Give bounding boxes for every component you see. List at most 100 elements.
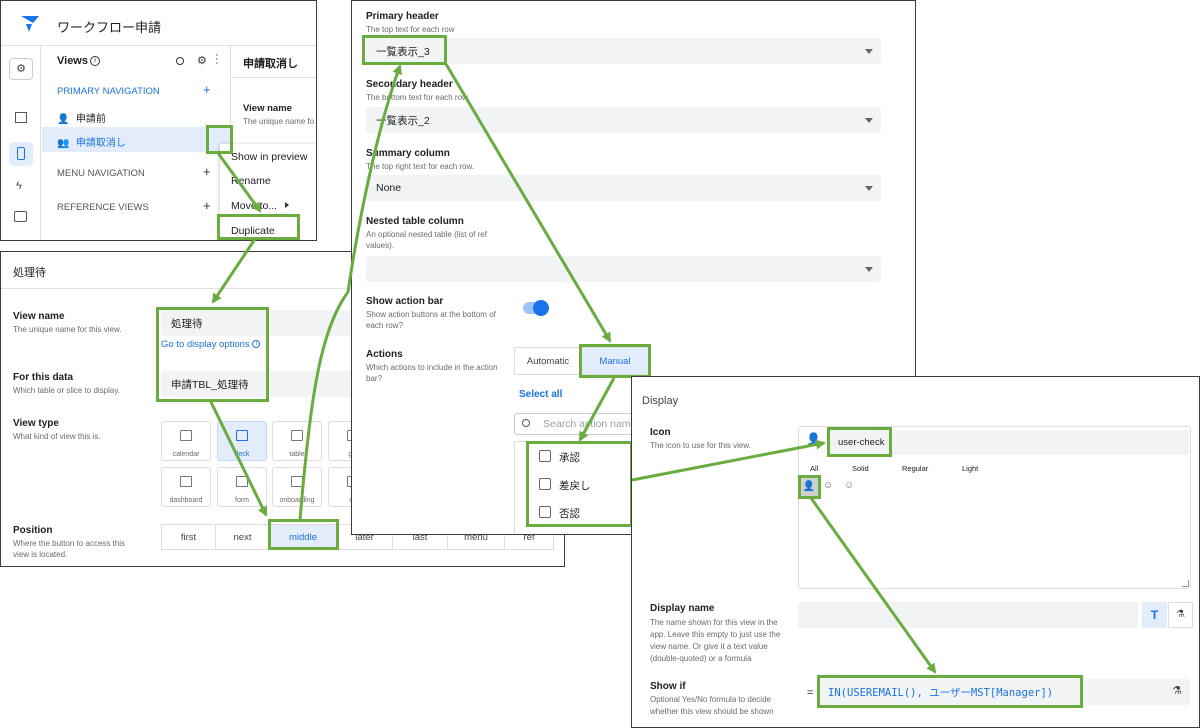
action-bar-label: Show action bar xyxy=(366,296,444,307)
search-icon[interactable] xyxy=(176,57,184,65)
checkbox[interactable] xyxy=(539,506,551,518)
view-type-form[interactable]: form xyxy=(217,467,267,507)
highlight-more-button xyxy=(206,125,233,154)
secondary-header-desc: The bottom text for each row. xyxy=(366,93,470,102)
show-if-input[interactable]: IN(USEREMAIL(), ユーザーMST[Manager]) ⚗ xyxy=(820,679,1190,705)
highlight-action-list xyxy=(526,441,633,527)
show-if-eq: = xyxy=(807,687,814,699)
highlight-icon-value xyxy=(827,427,892,457)
icon-picker[interactable] xyxy=(798,426,1191,589)
action-item-reject[interactable]: 否認 xyxy=(539,505,619,521)
dropdown-arrow-icon xyxy=(865,267,873,272)
display-panel: Display Icon The icon to use for this vi… xyxy=(631,376,1200,728)
summary-column-select[interactable]: None xyxy=(366,175,881,201)
view-name-desc: The unique name for this view. xyxy=(13,325,122,334)
text-mode-button[interactable]: T xyxy=(1142,602,1167,628)
view-item-pending[interactable]: 👤 申請前 xyxy=(57,109,217,125)
filter-regular[interactable]: Regular xyxy=(902,464,929,473)
rocket-icon[interactable]: ⚙ xyxy=(9,58,33,80)
show-if-label: Show if xyxy=(650,681,686,692)
highlight-selected-icon xyxy=(798,475,821,499)
view-detail-title: 申請取消し xyxy=(243,58,298,70)
add-reference-icon[interactable]: + xyxy=(203,198,211,213)
view-item-cancel[interactable]: 👥 申請取消し xyxy=(42,127,230,152)
icon-search-input[interactable]: user-check xyxy=(828,430,1189,455)
menu-nav-label: MENU NAVIGATION xyxy=(57,168,145,179)
app-logo-icon xyxy=(19,13,41,35)
left-rail: ⚙ ϟ xyxy=(1,46,41,240)
action-item-approve[interactable]: 承認 xyxy=(539,449,619,465)
user-icon: 👤 xyxy=(57,114,70,125)
display-name-input[interactable] xyxy=(798,602,1138,628)
position-desc: Where the button to access this view is … xyxy=(13,539,126,559)
view-type-dashboard[interactable]: dashboard xyxy=(161,467,211,507)
view-type-calendar[interactable]: calendar xyxy=(161,421,211,461)
user-check-light-icon[interactable]: ☺ xyxy=(844,480,855,491)
display-options-link[interactable]: Go to display options i xyxy=(161,339,261,350)
app-title: ワークフロー申請 xyxy=(57,20,162,35)
for-this-data-label: For this data xyxy=(13,372,74,383)
gear-icon[interactable]: ⚙ xyxy=(197,55,207,67)
position-label: Position xyxy=(13,525,53,536)
select-all-link[interactable]: Select all xyxy=(519,389,563,400)
submenu-arrow-icon xyxy=(285,202,289,208)
actions-desc: Which actions to include in the action b… xyxy=(366,363,498,383)
view-type-deck[interactable]: deck xyxy=(217,421,267,461)
summary-column-label: Summary column xyxy=(366,148,450,159)
position-first[interactable]: first xyxy=(161,524,216,550)
more-vert-icon[interactable]: ··· xyxy=(215,49,219,69)
action-bar-toggle[interactable] xyxy=(523,300,549,316)
checkbox[interactable] xyxy=(539,450,551,462)
action-bar-desc: Show action buttons at the bottom of eac… xyxy=(366,310,496,330)
view-type-onboarding[interactable]: onboarding xyxy=(272,467,322,507)
table-icon[interactable] xyxy=(15,112,27,123)
dropdown-arrow-icon xyxy=(865,118,873,123)
bolt-icon[interactable]: ϟ xyxy=(16,180,22,192)
search-placeholder: Search action nam xyxy=(543,418,631,430)
highlight-middle xyxy=(268,519,339,550)
add-menu-icon[interactable]: + xyxy=(203,164,211,179)
user-check-icon: 👤 xyxy=(806,432,821,446)
filter-all[interactable]: All xyxy=(810,464,819,473)
formula-flask-icon[interactable]: ⚗ xyxy=(1172,685,1182,697)
robot-icon[interactable] xyxy=(14,211,27,222)
view-type-table[interactable]: table xyxy=(272,421,322,461)
summary-column-desc: The top right text for each row. xyxy=(366,162,475,171)
menu-duplicate[interactable]: Duplicate xyxy=(231,225,275,237)
user-icon: 👥 xyxy=(57,138,70,149)
user-check-solid-icon[interactable]: 👤 xyxy=(800,478,818,496)
secondary-header-label: Secondary header xyxy=(366,79,453,90)
search-icon xyxy=(522,419,530,427)
filter-solid[interactable]: Solid xyxy=(852,464,869,473)
views-panel: ワークフロー申請 ⚙ ϟ Views i ⚙ ··· PRIMARY NAVIG… xyxy=(0,0,317,241)
view-name-desc: The unique name fo xyxy=(243,117,315,126)
menu-rename[interactable]: Rename xyxy=(231,175,271,187)
add-primary-icon[interactable]: + xyxy=(203,82,211,97)
user-check-regular-icon[interactable]: ☺ xyxy=(823,480,834,491)
primary-header-label: Primary header xyxy=(366,11,439,22)
filter-light[interactable]: Light xyxy=(962,464,979,473)
position-next[interactable]: next xyxy=(215,524,270,550)
primary-header-desc: The top text for each row xyxy=(366,25,455,34)
resize-handle-icon[interactable] xyxy=(1182,580,1189,587)
icon-label: Icon xyxy=(650,427,671,438)
icon-desc: The icon to use for this view. xyxy=(650,441,751,450)
primary-header-select[interactable]: 一覧表示_3 xyxy=(366,38,881,64)
secondary-header-select[interactable]: 一覧表示_2 xyxy=(366,107,881,133)
actions-label: Actions xyxy=(366,349,403,360)
views-header: Views xyxy=(57,55,88,67)
formula-flask-icon[interactable]: ⚗ xyxy=(1168,602,1193,628)
menu-move-to[interactable]: Move to... xyxy=(231,200,278,212)
highlight-name-and-data xyxy=(156,307,269,402)
view-item-label: 申請前 xyxy=(75,114,106,125)
nested-table-select[interactable] xyxy=(366,256,881,282)
phone-icon[interactable] xyxy=(9,142,33,166)
actions-automatic[interactable]: Automatic xyxy=(514,347,582,375)
nested-table-desc: An optional nested table (list of ref va… xyxy=(366,230,487,250)
primary-nav-label: PRIMARY NAVIGATION xyxy=(57,86,160,97)
action-item-return[interactable]: 差戻し xyxy=(539,477,619,493)
view-name-label: View name xyxy=(13,311,65,322)
menu-show-preview[interactable]: Show in preview xyxy=(231,151,308,163)
checkbox[interactable] xyxy=(539,478,551,490)
display-name-desc: The name shown for this view in the app.… xyxy=(650,618,781,663)
